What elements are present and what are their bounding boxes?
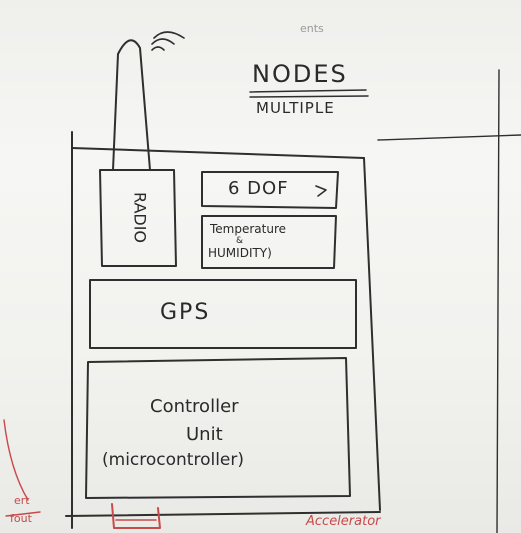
signal-wave-1 [151, 46, 165, 51]
page-margin-line [496, 69, 500, 533]
controller-label-line2: Unit [186, 424, 223, 445]
ampersand-label: & [236, 236, 244, 246]
node-outline-top [71, 147, 365, 159]
accelerator-bracket [111, 503, 161, 529]
node-outline-bottom [65, 511, 381, 517]
dof-label: 6 DOF [228, 178, 289, 199]
signal-wave-3 [153, 31, 185, 39]
radio-label: RADIO [130, 191, 150, 244]
controller-box [85, 357, 351, 499]
left-red-underline [5, 511, 41, 517]
page-fold-line [377, 134, 521, 141]
gps-label: GPS [160, 300, 211, 325]
title-underline-1 [249, 89, 367, 93]
left-red-annotation-2: fout [10, 512, 32, 525]
antenna [112, 39, 151, 171]
gps-box [89, 279, 357, 349]
temperature-label: Temperature [210, 222, 287, 236]
left-red-stroke [3, 419, 29, 501]
node-outline-right [363, 157, 381, 511]
humidity-label: HUMIDITY) [208, 246, 272, 260]
dof-arrow [315, 185, 327, 197]
dof-box [201, 171, 339, 209]
accelerator-annotation: Accelerator [306, 514, 381, 529]
temp-humidity-box [201, 215, 337, 269]
title-underline-2 [249, 95, 369, 98]
signal-wave-2 [151, 38, 175, 45]
controller-label-line3: (microcontroller) [102, 450, 245, 470]
diagram-subtitle: MULTIPLE [256, 99, 335, 117]
controller-label-line1: Controller [150, 396, 239, 417]
diagram-title: NODES [252, 60, 348, 88]
radio-box [99, 169, 177, 267]
faint-top-text: ents [300, 22, 324, 35]
left-red-annotation-1: ert [14, 494, 30, 507]
